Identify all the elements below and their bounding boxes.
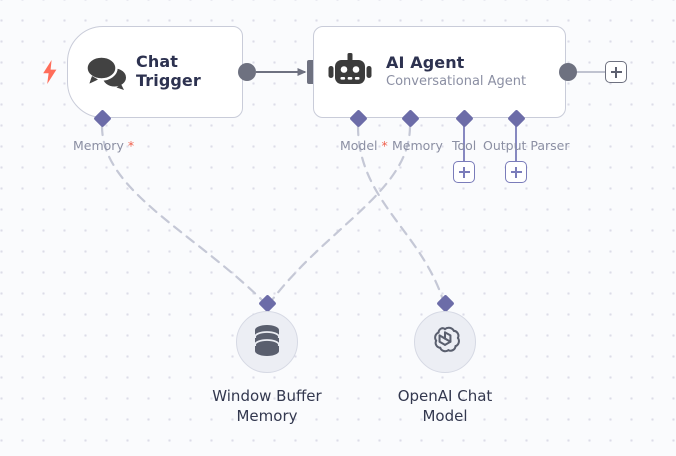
openai-chat-model-port[interactable] bbox=[436, 294, 455, 313]
plus-icon bbox=[458, 166, 470, 178]
ai-agent-title: AI Agent bbox=[386, 53, 465, 73]
ai-agent-model-label-text: Model bbox=[340, 138, 378, 153]
robot-icon bbox=[314, 52, 386, 92]
window-buffer-memory-label: Window Buffer Memory bbox=[212, 387, 322, 425]
plus-icon bbox=[610, 66, 622, 78]
chat-trigger-title: Chat Trigger bbox=[136, 52, 201, 90]
node-ai-agent[interactable]: AI Agent Conversational Agent bbox=[313, 26, 566, 118]
ai-agent-model-required-star: * bbox=[381, 138, 388, 153]
ai-agent-model-label: Model * bbox=[340, 138, 388, 153]
openai-chat-model-label: OpenAI Chat Model bbox=[397, 387, 493, 425]
add-output-parser-button[interactable] bbox=[505, 161, 527, 183]
node-chat-trigger[interactable]: Chat Trigger bbox=[67, 26, 243, 118]
ai-agent-text: AI Agent Conversational Agent bbox=[386, 53, 527, 90]
add-next-node-button[interactable] bbox=[605, 61, 627, 83]
subnode-window-buffer-memory[interactable] bbox=[236, 311, 298, 373]
database-icon bbox=[251, 323, 283, 361]
chat-trigger-text: Chat Trigger bbox=[136, 52, 201, 91]
ai-agent-tool-label: Tool bbox=[452, 138, 477, 153]
ai-agent-output-parser-label: Output Parser bbox=[483, 138, 570, 153]
ai-agent-output-port[interactable] bbox=[559, 63, 577, 81]
subnode-openai-chat-model[interactable] bbox=[414, 311, 476, 373]
chat-trigger-output-port[interactable] bbox=[238, 63, 256, 81]
trigger-bolt-icon bbox=[42, 60, 58, 88]
chat-bubbles-icon bbox=[76, 52, 136, 92]
window-buffer-memory-port[interactable] bbox=[258, 294, 277, 313]
chat-trigger-memory-label-text: Memory bbox=[73, 138, 124, 153]
add-tool-button[interactable] bbox=[453, 161, 475, 183]
ai-agent-subtitle: Conversational Agent bbox=[386, 74, 527, 90]
ai-agent-memory-label: Memory bbox=[392, 138, 443, 153]
openai-logo-icon bbox=[428, 323, 462, 361]
plus-icon bbox=[510, 166, 522, 178]
chat-trigger-memory-label: Memory * bbox=[73, 138, 134, 153]
ai-agent-input-port[interactable] bbox=[307, 60, 316, 84]
chat-trigger-memory-required-star: * bbox=[127, 138, 135, 153]
